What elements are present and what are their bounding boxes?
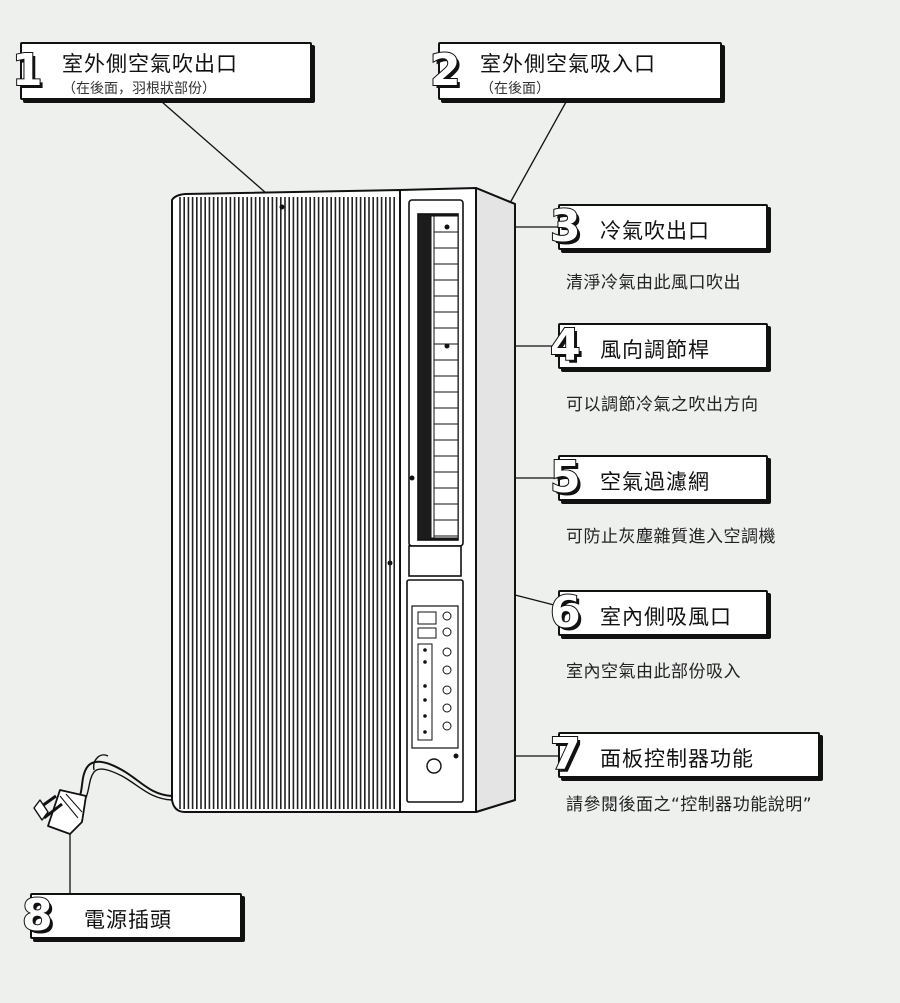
callout-title: 面板控制器功能	[600, 747, 754, 771]
callout-outdoor-intake: 2 室外側空氣吸入口 （在後面）	[429, 42, 722, 100]
callout-number: 7	[549, 729, 582, 780]
callout-outdoor-exhaust: 1 室外側空氣吹出口 （在後面，羽根狀部份）	[11, 42, 312, 100]
callout-number: 4	[549, 320, 582, 371]
callout-indoor-intake: 6 室內側吸風口	[549, 590, 768, 636]
callout-air-filter: 5 空氣過濾網	[549, 455, 768, 501]
callout-subtitle: （在後面，羽根狀部份）	[62, 81, 216, 97]
vent-louver-lines	[434, 231, 458, 537]
indicator-led	[423, 730, 427, 734]
control-buttons	[423, 611, 452, 734]
indicator-led	[423, 660, 427, 664]
callout-control-panel: 7 面板控制器功能	[549, 732, 820, 778]
callout-description: 請參閱後面之“控制器功能說明”	[566, 795, 813, 815]
callout-title: 空氣過濾網	[600, 470, 710, 494]
callout-number: 5	[549, 452, 582, 503]
control-button	[442, 665, 452, 675]
indicator-led	[423, 648, 427, 652]
callout-cold-air-outlet: 3 冷氣吹出口	[549, 204, 768, 250]
unit-front-panel	[171, 189, 401, 813]
leader-dots	[279, 204, 459, 759]
power-button	[426, 758, 442, 774]
callout-title: 風向調節桿	[600, 338, 710, 362]
callout-title: 室內側吸風口	[600, 605, 732, 629]
power-plug	[33, 789, 87, 835]
callout-number: 3	[549, 201, 582, 252]
callout-description: 室內空氣由此部份吸入	[566, 662, 741, 682]
vent-louvers	[430, 215, 459, 539]
callout-title: 冷氣吹出口	[600, 219, 710, 243]
callout-number: 6	[549, 587, 582, 638]
control-button	[442, 685, 452, 695]
display-window	[417, 611, 437, 625]
callout-subtitle: （在後面）	[480, 81, 550, 97]
leader-line-2	[509, 101, 567, 204]
indicator-led	[423, 698, 427, 702]
callout-title: 室外側空氣吹出口	[62, 52, 238, 76]
indicator-led	[423, 714, 427, 718]
callout-description: 清淨冷氣由此風口吹出	[566, 273, 741, 293]
unit-side-shade	[475, 187, 516, 813]
control-button	[442, 627, 452, 637]
control-column	[408, 199, 464, 547]
callout-number: 1	[11, 45, 44, 96]
callout-title: 室外側空氣吸入口	[480, 52, 656, 76]
callout-title: 電源插頭	[84, 908, 172, 932]
indicator-led	[423, 684, 427, 688]
callout-louver-lever: 4 風向調節桿	[549, 323, 768, 369]
control-panel	[406, 545, 464, 803]
filter-cover	[408, 545, 462, 577]
control-button	[442, 721, 452, 731]
callout-power-plug: 8 電源插頭	[21, 893, 242, 939]
power-cord	[77, 754, 173, 803]
grille-ribs	[179, 197, 396, 809]
leader-line-1	[161, 101, 283, 208]
control-button	[442, 611, 452, 621]
control-button	[442, 647, 452, 657]
indicator-strip	[417, 643, 433, 741]
callout-description: 可以調節冷氣之吹出方向	[566, 395, 759, 415]
callout-description: 可防止灰塵雜質進入空調機	[566, 527, 776, 547]
control-button	[442, 703, 452, 713]
callout-number: 8	[21, 890, 54, 941]
display-window-2	[417, 627, 437, 639]
callout-number: 2	[429, 45, 462, 96]
